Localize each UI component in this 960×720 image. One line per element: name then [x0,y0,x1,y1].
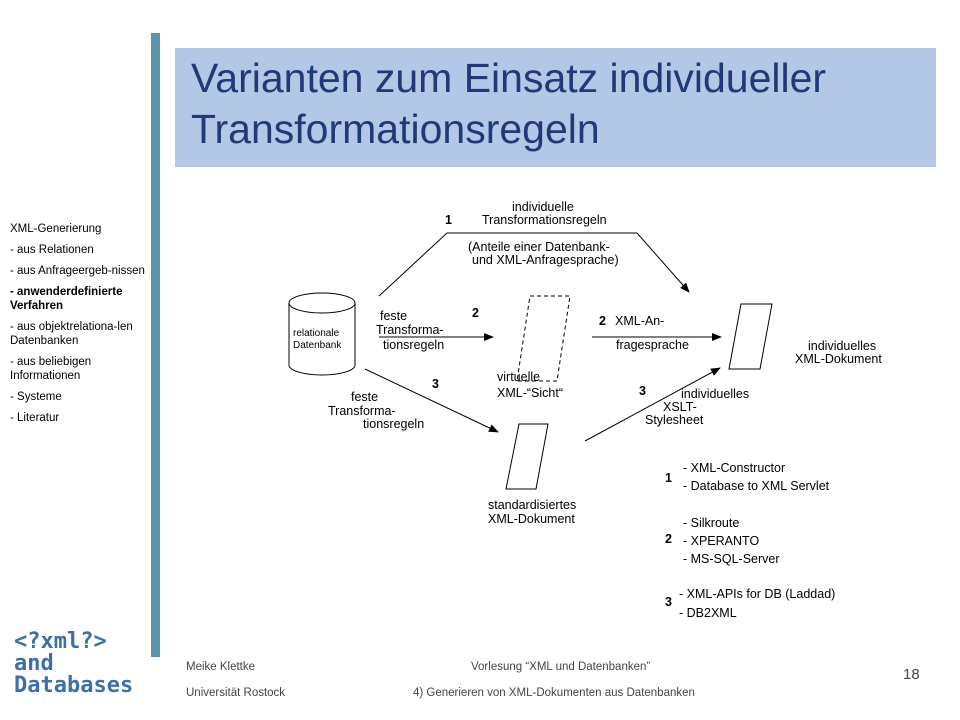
footer-university: Universität Rostock [186,687,286,699]
low-label-1: feste [351,390,378,404]
legend-number-1: 1 [665,471,672,485]
sidebar-item[interactable]: - aus Relationen [10,244,94,256]
sidebar-item-active[interactable]: - anwenderdefinierte Verfahren [10,286,123,312]
legend-item: - XML-Constructor [683,461,785,475]
db-label-1: relationale [293,328,340,339]
indiv-doc-label-1: individuelles [808,339,876,353]
sidebar-item[interactable]: - aus Anfrageergeb-nissen [10,265,145,277]
arrow-path-3b [584,367,721,442]
footer-author: Meike Klettke [186,661,256,673]
xslt-label-2: XSLT- [663,400,697,414]
virtual-label-1: virtuelle [497,370,540,384]
legend-item: - Database to XML Servlet [683,479,830,493]
xml-databases-logo: <?xml?> and Databases [14,631,133,697]
sidebar-item[interactable]: - Literatur [10,412,60,424]
legend-item: - DB2XML [679,606,737,620]
legend-item: - MS-SQL-Server [683,552,780,566]
sidebar-nav: XML-Generierung - aus Relationen - aus A… [10,222,145,432]
xmlan-label-2: fragesprache [616,338,689,352]
virtual-view-shape [516,295,571,382]
path-number-3b: 3 [639,384,646,398]
xslt-label-3: Stylesheet [645,413,704,427]
low-label-3: tionsregeln [363,417,424,431]
sidebar-item[interactable]: - aus objektrelationa-len Datenbanken [10,321,133,347]
legend-number-3: 3 [665,595,672,609]
sidebar-item[interactable]: - aus beliebigen Informationen [10,356,92,382]
path-number-1: 1 [445,213,452,227]
xmlan-label-1: XML-An- [615,314,664,328]
logo-line-3: Databases [14,673,134,698]
arrow-path-3a [364,368,499,433]
standard-document-shape [505,423,549,490]
page-title-line1: Varianten zum Einsatz individueller [191,55,827,101]
logo-line-2: and [14,651,54,676]
accent-bar [151,33,160,657]
db-label-2: Datenbank [293,340,342,351]
footer-chapter: 4) Generieren von XML-Dokumenten aus Dat… [413,687,695,699]
low-label-2: Transforma- [328,404,396,418]
path-number-3: 3 [432,377,439,391]
legend-item: - Silkroute [683,516,739,530]
std-doc-label-1: standardisiertes [488,498,576,512]
std-doc-label-2: XML-Dokument [488,512,575,526]
database-cylinder: relationale Datenbank [288,292,356,376]
legend-item: - XML-APIs for DB (Laddad) [679,587,835,601]
top-label-1: individuelle [512,200,574,214]
mid-label-1: feste [380,309,407,323]
path-number-2: 2 [472,306,479,320]
top-note-2: und XML-Anfragesprache) [472,253,619,267]
title-banner: Varianten zum Einsatz individueller Tran… [175,48,936,167]
indiv-doc-label-2: XML-Dokument [795,352,882,366]
logo-line-1: <?xml?> [14,629,107,654]
legend-item: - XPERANTO [683,534,759,548]
sidebar-item[interactable]: XML-Generierung [10,223,102,235]
legend-number-2: 2 [665,532,672,546]
top-label-2: Transformationsregeln [482,213,607,227]
footer-course: Vorlesung “XML und Datenbanken” [471,661,651,673]
virtual-label-2: XML-“Sicht“ [497,386,563,400]
individual-document-shape [728,303,773,370]
page-title-line2: Transformationsregeln [191,106,600,152]
mid-label-2: Transforma- [376,323,444,337]
top-note-1: (Anteile einer Datenbank- [468,240,610,254]
xslt-label-1: individuelles [681,387,749,401]
page-number: 18 [903,666,920,683]
path-number-2b: 2 [599,314,606,328]
arrow-path-1 [378,232,690,297]
mid-label-3: tionsregeln [383,338,444,352]
sidebar-item[interactable]: - Systeme [10,391,62,403]
